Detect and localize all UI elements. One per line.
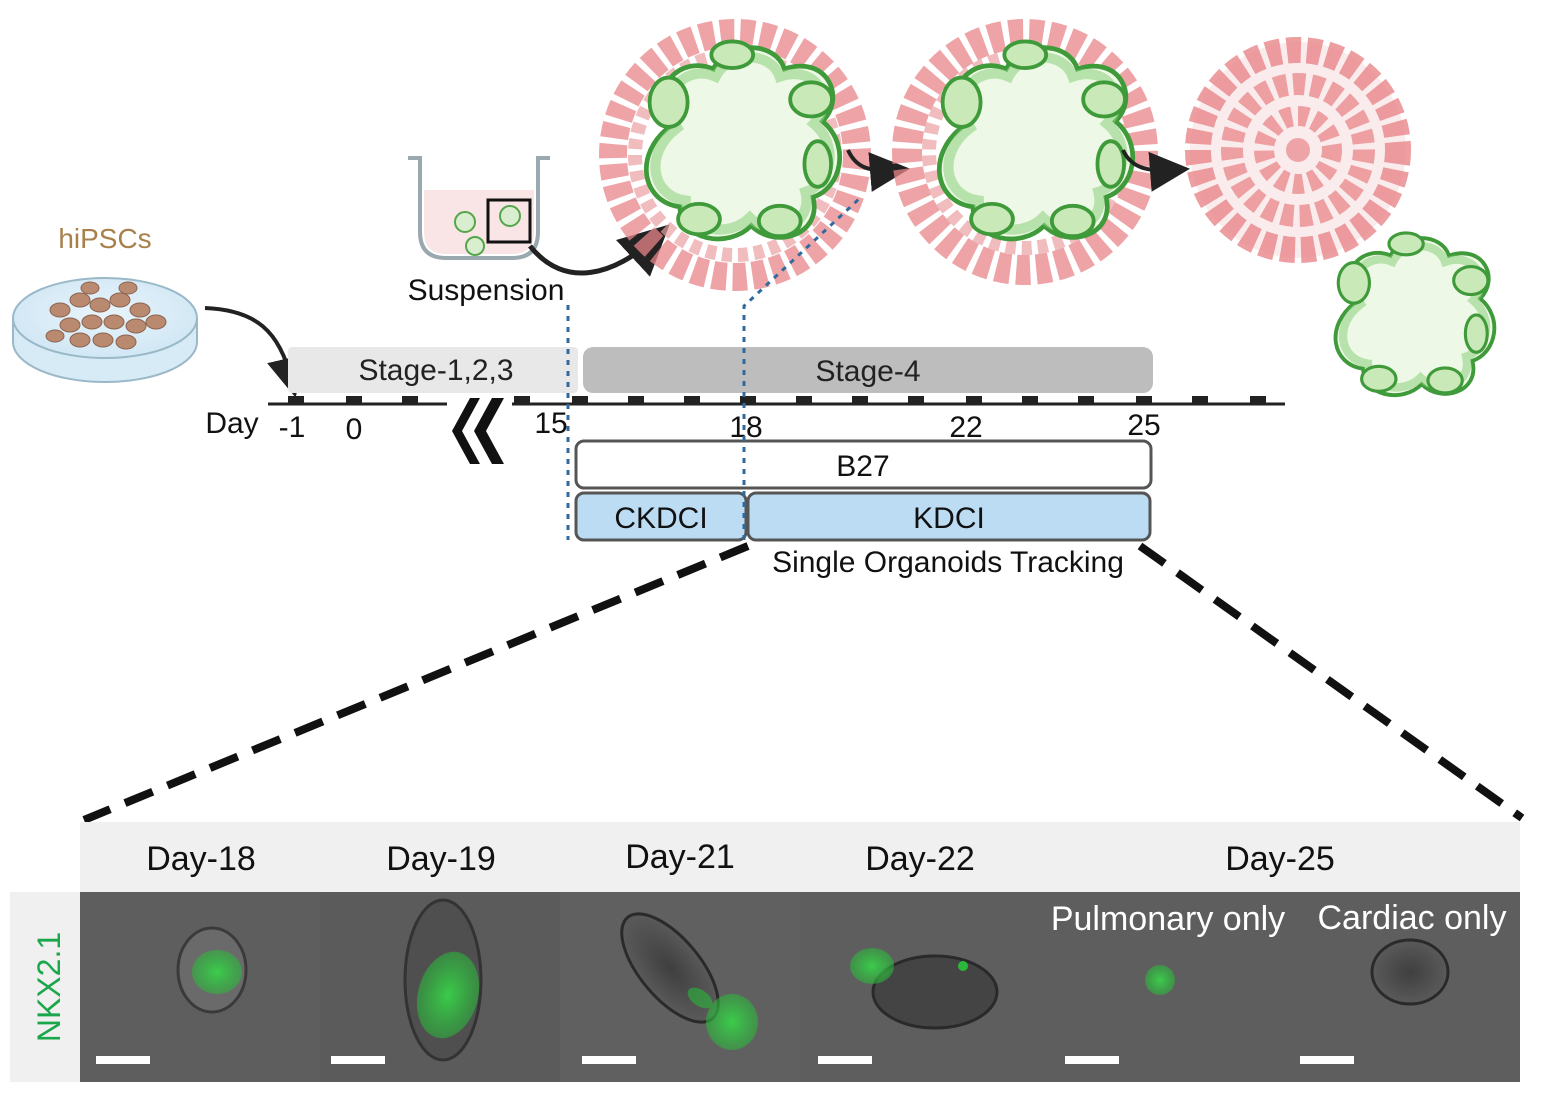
- day-header: Day-22: [865, 840, 975, 878]
- suspension-label: Suspension: [408, 274, 565, 307]
- axis-break-icon: [452, 398, 504, 464]
- media-phase2-bar: [746, 491, 1152, 542]
- micrograph-day21: [560, 892, 800, 1082]
- media-base-bar: [574, 439, 1153, 490]
- scale-bar: [1065, 1056, 1119, 1064]
- stage-early-label: Stage-1,2,3: [358, 354, 513, 387]
- day-header: Day-18: [146, 840, 256, 878]
- timeline-axis: [268, 396, 1285, 406]
- day-header: Day-19: [386, 840, 496, 878]
- day-header: Day-25: [1225, 840, 1335, 878]
- micrograph-day19: [320, 892, 560, 1082]
- media-phase1-bar: [574, 491, 748, 542]
- day-tick-label: 18: [729, 411, 762, 444]
- pulmonary-only-organoid-icon: [1336, 233, 1495, 395]
- organoid-stage1-icon: [646, 41, 839, 238]
- petri-dish-icon: [12, 277, 198, 383]
- day-tick-label: 15: [534, 407, 567, 440]
- suspension-well-icon: [408, 156, 550, 260]
- scale-bar: [582, 1056, 636, 1064]
- subgroup-label-cardiac: Cardiac only: [1318, 899, 1507, 937]
- media-phase1-label: CKDCI: [614, 502, 707, 535]
- dish-to-timeline-arrow: [204, 306, 307, 398]
- scale-bar: [331, 1056, 385, 1064]
- cardiac-only-cluster-icon: [1185, 37, 1411, 263]
- day-header: Day-21: [625, 838, 735, 876]
- subgroup-label-pulmonary: Pulmonary only: [1051, 900, 1285, 938]
- tracking-label: Single Organoids Tracking: [772, 546, 1124, 579]
- organoid-stage2-icon: [939, 41, 1132, 238]
- scale-bar: [1300, 1056, 1354, 1064]
- zoom-lines: [82, 542, 1525, 824]
- scale-bar: [818, 1056, 872, 1064]
- organoid-arrow-1: [846, 149, 910, 192]
- day-tick-label: -1: [279, 411, 306, 444]
- panel-side-bar: [10, 892, 80, 1082]
- micrograph-day18: [80, 892, 320, 1082]
- micrograph-day25-cardiac: [1280, 892, 1520, 1082]
- day-tick-label: 0: [346, 413, 363, 446]
- hipscs-label: hiPSCs: [58, 223, 151, 254]
- media-base-label: B27: [836, 450, 889, 483]
- day-tick-label: 25: [1127, 409, 1160, 442]
- micrograph-day25-pulmonary: [1040, 892, 1280, 1082]
- panel-header-bar: [80, 822, 1520, 892]
- media-phase2-label: KDCI: [913, 502, 985, 535]
- cell-colony-icon: [45, 281, 167, 350]
- micrograph-day22: [800, 892, 1040, 1082]
- stage-late-bar: [583, 347, 1153, 393]
- stage-early-bar: [288, 347, 578, 393]
- day-tick-label: 22: [949, 411, 982, 444]
- organoid-arrow-2: [1121, 149, 1190, 192]
- day-axis-label: Day: [205, 407, 258, 440]
- stage-late-label: Stage-4: [815, 355, 920, 388]
- well-to-organoid-arrow: [528, 224, 670, 277]
- guide-lines: [566, 196, 862, 540]
- marker-label: NKX2.1: [31, 932, 67, 1042]
- scale-bar: [96, 1056, 150, 1064]
